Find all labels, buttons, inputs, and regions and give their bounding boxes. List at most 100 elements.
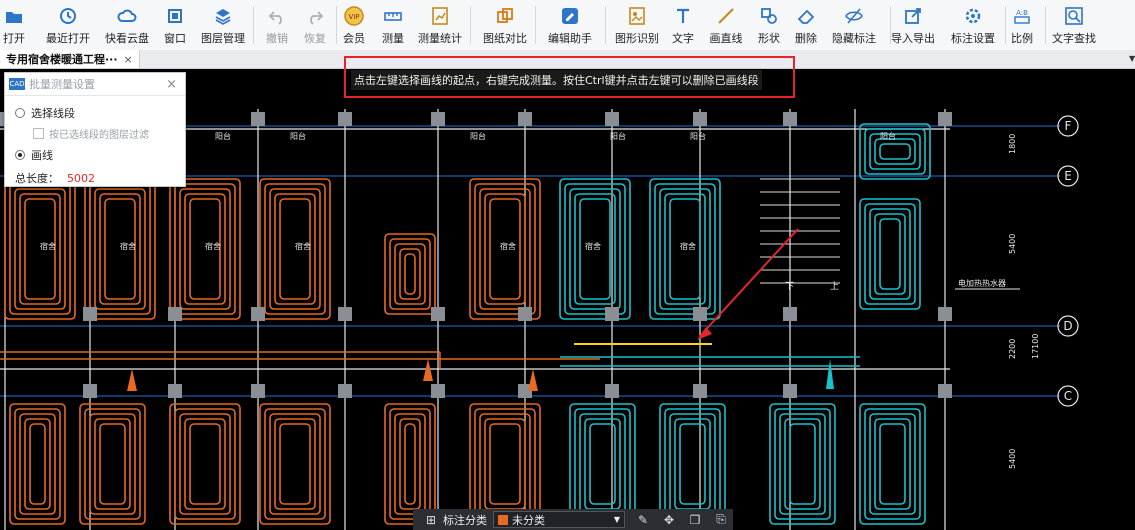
heating-loop bbox=[174, 408, 236, 520]
toolbar-annotation-settings-button[interactable]: 标注设置 bbox=[945, 0, 1001, 50]
option-draw-line[interactable]: 画线 bbox=[15, 147, 185, 163]
radio-icon[interactable] bbox=[15, 108, 25, 118]
toolbar-history-button[interactable]: 最近打开 bbox=[40, 0, 96, 50]
toolbar-window-button[interactable]: 窗口 bbox=[155, 0, 195, 50]
room-label: 阳台 bbox=[610, 131, 626, 141]
paste-icon[interactable]: ⎘ bbox=[716, 512, 726, 526]
heating-loop bbox=[274, 193, 316, 305]
layer-filter-label: 按已选线段的图层过滤 bbox=[49, 130, 149, 141]
hint-highlight-box bbox=[344, 56, 795, 98]
cold-loop bbox=[774, 408, 831, 520]
folder-icon bbox=[6, 11, 22, 23]
cold-loop bbox=[579, 413, 626, 515]
manifold-marker bbox=[423, 359, 433, 381]
heating-loop bbox=[169, 178, 241, 320]
radio-selected-icon[interactable] bbox=[15, 150, 25, 160]
move-icon[interactable]: ✥ bbox=[663, 512, 675, 527]
toolbar-layers-button[interactable]: 图层管理 bbox=[195, 0, 251, 50]
heating-loop bbox=[394, 413, 426, 515]
copy-icon[interactable]: ❐ bbox=[689, 512, 701, 527]
close-panel-icon[interactable]: × bbox=[166, 77, 177, 92]
toolbar-label: 画直线 bbox=[709, 31, 743, 45]
toolbar-line-button[interactable]: 画直线 bbox=[706, 0, 746, 50]
eraser-icon bbox=[797, 9, 815, 24]
structural-column bbox=[518, 384, 532, 398]
cold-loop bbox=[789, 423, 816, 505]
panel-header: CAD 批量测量设置 × bbox=[5, 73, 185, 96]
heating-loop bbox=[184, 193, 226, 305]
toolbar-folder-button[interactable]: 打开 bbox=[0, 0, 34, 50]
category-select[interactable]: 未分类 ▼ bbox=[493, 511, 625, 528]
svg-text:A:B: A:B bbox=[1016, 9, 1028, 17]
toolbar-label: 图纸对比 bbox=[483, 31, 527, 45]
axis-bubble bbox=[1057, 315, 1079, 337]
axis-label: D bbox=[1063, 319, 1072, 333]
toolbar-eraser-button[interactable]: 删除 bbox=[786, 0, 826, 50]
toolbar-measure-stats-button[interactable]: 测量统计 bbox=[412, 0, 468, 50]
option-draw-line-label: 画线 bbox=[31, 149, 53, 162]
toolbar-label: 图形识别 bbox=[615, 31, 659, 45]
edit-icon[interactable]: ✎ bbox=[637, 512, 649, 527]
heating-loop bbox=[14, 408, 61, 520]
toolbar-import-export-button[interactable]: 导入导出 bbox=[885, 0, 941, 50]
structural-column bbox=[605, 384, 619, 398]
cold-loop bbox=[879, 423, 906, 505]
cad-icon: CAD bbox=[9, 78, 25, 90]
toolbar-text-button[interactable]: 文字 bbox=[663, 0, 703, 50]
hide-annotation-icon bbox=[845, 7, 863, 24]
structural-column bbox=[431, 307, 445, 321]
toolbar-shape-button[interactable]: 形状 bbox=[749, 0, 789, 50]
structural-column bbox=[605, 112, 619, 126]
toolbar-undo-button[interactable]: 撤销 bbox=[257, 0, 297, 50]
toolbar-label: 测量 bbox=[382, 31, 404, 45]
annotation-status-bar: ⊞ 标注分类 未分类 ▼ ✎ ✥ ❐ ⎘ bbox=[413, 509, 733, 530]
room-label: 宿舍 bbox=[680, 241, 696, 251]
grid-icon[interactable]: ⊞ bbox=[425, 512, 437, 527]
panel-toggle-icon[interactable]: ▼ bbox=[1129, 54, 1135, 63]
cold-loop bbox=[574, 408, 631, 520]
heating-loop bbox=[389, 408, 431, 520]
heating-loop bbox=[399, 418, 421, 510]
heating-loop bbox=[484, 193, 526, 305]
layer-filter-checkbox[interactable]: 按已选线段的图层过滤 bbox=[33, 126, 185, 141]
structural-column bbox=[938, 112, 952, 126]
structural-column bbox=[338, 307, 352, 321]
room-label: 阳台 bbox=[215, 131, 231, 141]
toolbar-redo-button[interactable]: 恢复 bbox=[295, 0, 335, 50]
option-select-segment[interactable]: 选择线段 bbox=[15, 105, 185, 121]
toolbar-measure-button[interactable]: 测量 bbox=[373, 0, 413, 50]
heating-loop bbox=[14, 188, 66, 310]
structural-column bbox=[783, 384, 797, 398]
toolbar-compare-button[interactable]: 图纸对比 bbox=[477, 0, 533, 50]
structural-column bbox=[338, 112, 352, 126]
structural-column bbox=[83, 384, 97, 398]
dimension-text: 2200 bbox=[1008, 339, 1017, 359]
toolbar-hide-annotation-button[interactable]: 隐藏标注 bbox=[826, 0, 882, 50]
chevron-down-icon[interactable]: ▼ bbox=[613, 515, 620, 524]
structural-column bbox=[251, 307, 265, 321]
toolbar-shape-recognize-button[interactable]: 图形识别 bbox=[609, 0, 665, 50]
toolbar-label: 编辑助手 bbox=[548, 31, 592, 45]
heating-loop bbox=[259, 178, 331, 320]
structural-column bbox=[938, 384, 952, 398]
toolbar-cloud-button[interactable]: 快看云盘 bbox=[99, 0, 155, 50]
close-tab-icon[interactable]: × bbox=[123, 52, 133, 66]
document-tab[interactable]: 专用宿舍楼暖通工程··· × bbox=[0, 50, 140, 68]
toolbar-label: 窗口 bbox=[164, 31, 186, 45]
checkbox-icon[interactable] bbox=[33, 128, 44, 139]
toolbar-edit-assistant-button[interactable]: 编辑助手 bbox=[542, 0, 598, 50]
dimension-text: 1800 bbox=[1008, 134, 1017, 154]
trunk-pipe bbox=[0, 351, 600, 369]
heating-loop bbox=[479, 413, 531, 515]
cold-loop bbox=[869, 208, 911, 300]
toolbar-text-search-button[interactable]: 文字查找 bbox=[1046, 0, 1102, 50]
cold-loop bbox=[559, 178, 631, 320]
heating-loop bbox=[274, 418, 316, 510]
heating-loop bbox=[269, 188, 321, 310]
measure-hint: 点击左键选择画线的起点，右键完成测量。按住Ctrl键并点击左键可以删除已画线段 bbox=[351, 70, 762, 90]
pointer-arrowhead bbox=[697, 327, 712, 340]
